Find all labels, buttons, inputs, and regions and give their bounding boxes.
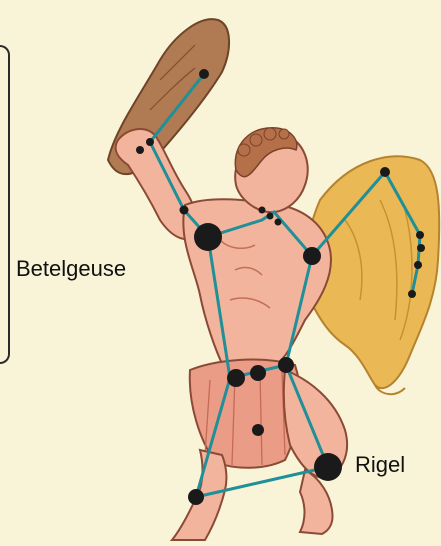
- betelgeuse-label: Betelgeuse: [16, 256, 126, 282]
- star-shield-3: [414, 261, 422, 269]
- star-club-top: [199, 69, 209, 79]
- star-bellatrix: [303, 247, 321, 265]
- star-shield-1: [416, 231, 424, 239]
- star-belt-2: [250, 365, 266, 381]
- star-belt-1: [227, 369, 245, 387]
- star-head-1: [259, 207, 266, 214]
- star-sword: [252, 424, 264, 436]
- star-saiph: [188, 489, 204, 505]
- star-shield-top: [380, 167, 390, 177]
- star-belt-3: [278, 357, 294, 373]
- star-betelgeuse: [194, 223, 222, 251]
- star-shield-4: [408, 290, 416, 298]
- star-head-3: [275, 219, 282, 226]
- star-rigel: [314, 453, 342, 481]
- star-hand-2: [146, 138, 154, 146]
- star-hand-1: [136, 146, 144, 154]
- star-elbow: [180, 206, 189, 215]
- star-head-2: [267, 213, 274, 220]
- head: [235, 128, 307, 212]
- rigel-label: Rigel: [355, 452, 405, 478]
- star-shield-2: [417, 244, 425, 252]
